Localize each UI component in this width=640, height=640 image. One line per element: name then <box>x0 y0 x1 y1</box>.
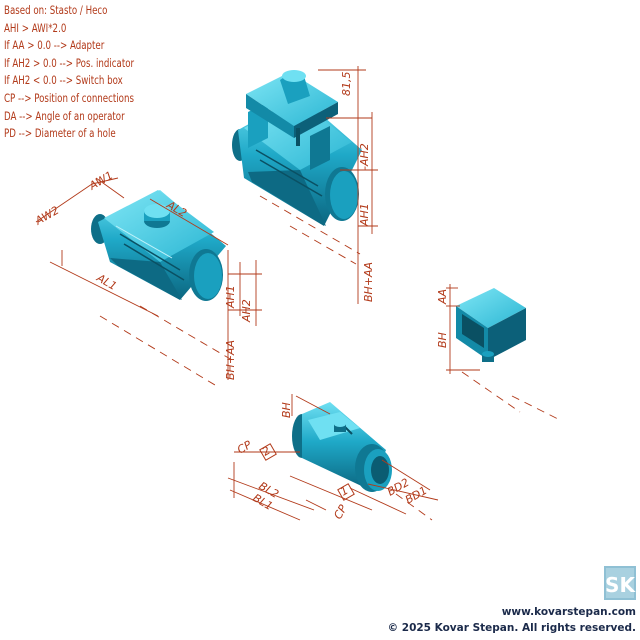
note-line: Based on: Stasto / Heco <box>4 4 108 17</box>
logo-letters: SK <box>605 573 636 597</box>
actuator-left-model <box>91 190 226 301</box>
sk-logo: SK <box>604 566 636 600</box>
note-line: AHI > AWI*2.0 <box>4 21 67 35</box>
copyright-text: © 2025 Kovar Stepan. All rights reserved… <box>387 622 636 634</box>
note-line: DA --> Angle of an operator <box>4 109 125 123</box>
notes-block: Based on: Stasto / Heco AHI > AWI*2.0 If… <box>4 2 155 143</box>
dim-bh-adapter: BH <box>436 332 449 348</box>
dim-ah1-top: AH1 <box>358 203 371 227</box>
website-link[interactable]: www.kovarstepan.com <box>501 606 636 618</box>
adapter-dimensions: AA BH <box>436 284 561 421</box>
dim-ah2-left: AH2 <box>240 299 253 323</box>
cp-top-number: 2 <box>260 444 273 459</box>
note-line: If AH2 > 0.0 --> Pos. indicator <box>4 56 135 70</box>
note-line: PD --> Diameter of a hole <box>4 127 116 141</box>
dim-aa: AA <box>436 289 449 305</box>
actuator-top-dimensions: 81,5 -AH2 AH1 BH+AA <box>259 66 378 304</box>
dim-cp-bottom: CP <box>331 502 350 521</box>
adapter-model <box>456 288 526 362</box>
dim-81-5: 81,5 <box>340 72 353 97</box>
dim-cp-top: CP <box>235 438 254 457</box>
dim-al1: AL1 <box>94 271 119 293</box>
dim-bh-valve: BH <box>280 402 293 418</box>
dim-bhaa-top: BH+AA <box>362 262 375 302</box>
note-line: If AH2 < 0.0 --> Switch box <box>4 74 123 88</box>
note-line: If AA > 0.0 --> Adapter <box>4 39 105 53</box>
ball-valve-model <box>292 402 392 492</box>
dim-aw1: AW1 <box>86 169 115 193</box>
dim-ah2-negative: -AH2 <box>358 143 371 170</box>
dim-bhaa-left: BH+AA <box>224 340 237 380</box>
actuator-top-model <box>232 70 362 226</box>
dim-ah1-left: AH1 <box>224 285 237 309</box>
note-line: CP --> Position of connections <box>4 91 134 105</box>
